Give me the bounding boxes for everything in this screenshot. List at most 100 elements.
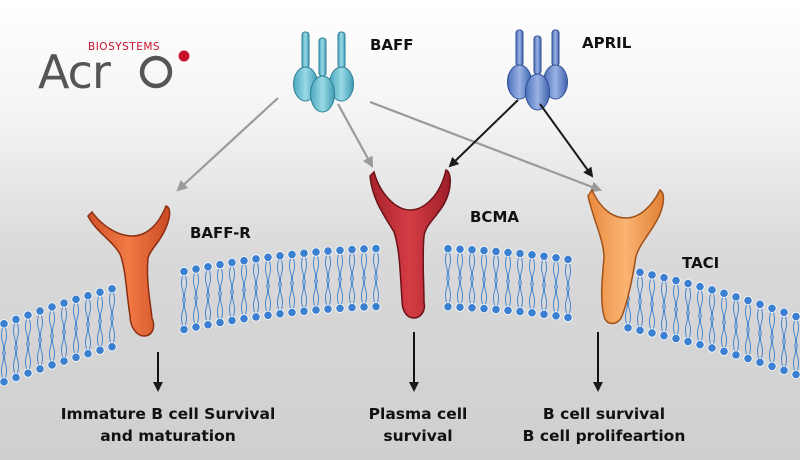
- lipid-tail: [301, 257, 307, 284]
- lipid-head: [335, 245, 345, 255]
- lipid-head: [359, 244, 369, 254]
- lipid-tail: [13, 347, 19, 374]
- lipid-head: [443, 302, 453, 312]
- lipid-tail: [541, 260, 547, 287]
- lipid-tail: [229, 266, 235, 293]
- lipid-tail: [649, 302, 655, 330]
- lipid-head: [755, 357, 765, 367]
- lipid-tail: [229, 290, 235, 317]
- lipid-tail: [97, 320, 103, 347]
- lipid-tail: [769, 336, 775, 363]
- lipid-tail: [361, 276, 367, 304]
- lipid-tail: [793, 320, 799, 347]
- baff-ligand-icon: [293, 31, 354, 113]
- lipid-tail: [517, 281, 523, 308]
- lipid-head: [239, 314, 249, 324]
- lipid-head: [647, 270, 657, 280]
- lipid-head: [731, 350, 741, 360]
- baff-label: BAFF: [370, 36, 414, 54]
- lipid-tail: [745, 304, 751, 331]
- lipid-tail: [337, 278, 343, 305]
- lipid-head: [23, 368, 33, 378]
- lipid-tail: [781, 316, 787, 343]
- lipid-head: [311, 305, 321, 315]
- lipid-tail: [781, 340, 787, 367]
- lipid-tail: [241, 264, 247, 291]
- logo-subtitle: BIOSYSTEMS: [88, 41, 160, 53]
- lipid-tail: [349, 277, 355, 304]
- lipid-tail: [637, 276, 643, 303]
- lipid-tail: [193, 296, 199, 324]
- lipid-head: [11, 372, 21, 383]
- april-ligand-icon: [507, 29, 568, 111]
- lipid-head: [719, 346, 729, 356]
- lipid-head: [0, 377, 9, 387]
- lipid-head: [299, 248, 309, 258]
- lipid-head: [275, 309, 285, 319]
- lipid-head: [707, 343, 717, 353]
- lipid-tail: [265, 285, 271, 312]
- lipid-head: [347, 302, 357, 313]
- lipid-tail: [445, 276, 451, 303]
- lipid-head: [791, 311, 800, 322]
- lipid-tail: [493, 255, 499, 282]
- lipid-tail: [649, 278, 655, 306]
- arrow-april-to-taci: [539, 103, 594, 178]
- lipid-head: [527, 250, 537, 260]
- lipid-head: [275, 251, 285, 261]
- lipid-head: [35, 364, 45, 374]
- lipid-head: [551, 253, 561, 263]
- lipid-tail: [61, 330, 67, 358]
- lipid-head: [191, 264, 201, 274]
- arrow-april-to-bcma: [448, 99, 519, 168]
- lipid-tail: [553, 285, 559, 312]
- lipid-head: [467, 303, 477, 313]
- lipid-head: [743, 295, 753, 306]
- lipid-head: [539, 251, 549, 261]
- lipid-head: [755, 299, 765, 309]
- lipid-tail: [757, 332, 763, 359]
- lipid-head: [0, 319, 9, 329]
- outcome-bcma-line1: Plasma cell: [369, 405, 468, 423]
- lipid-head: [95, 345, 105, 355]
- lipid-tail: [85, 299, 91, 326]
- lipid-head: [515, 306, 525, 317]
- lipid-tail: [661, 281, 667, 308]
- lipid-head: [287, 307, 297, 318]
- lipid-tail: [565, 287, 571, 314]
- lipid-head: [695, 282, 705, 292]
- lipid-tail: [277, 283, 283, 310]
- april-label: APRIL: [582, 34, 632, 52]
- lipid-tail: [1, 351, 7, 378]
- lipid-tail: [25, 319, 31, 346]
- lipid-head: [59, 298, 69, 308]
- lipid-head: [683, 278, 693, 289]
- lipid-tail: [373, 276, 379, 303]
- logo-red-dot: [178, 50, 190, 62]
- lipid-head: [203, 320, 213, 330]
- lipid-head: [47, 302, 57, 312]
- lipid-head: [635, 325, 645, 335]
- outcome-taci-line1: B cell survival: [543, 405, 665, 423]
- lipid-tail: [529, 258, 535, 285]
- lipid-tail: [277, 259, 283, 286]
- baffr-label: BAFF-R: [190, 224, 251, 242]
- lipid-tail: [505, 256, 511, 283]
- lipid-tail: [217, 292, 223, 319]
- lipid-head: [527, 308, 537, 318]
- lipid-tail: [181, 275, 187, 302]
- lipid-head: [227, 257, 237, 268]
- lipid-tail: [349, 253, 355, 280]
- lipid-head: [203, 262, 213, 272]
- lipid-head: [347, 244, 357, 255]
- lipid-tail: [373, 252, 379, 279]
- lipid-tail: [721, 321, 727, 348]
- lipid-tail: [565, 263, 571, 290]
- lipid-head: [23, 310, 33, 320]
- lipid-tail: [217, 268, 223, 295]
- lipid-head: [683, 336, 693, 347]
- lipid-head: [263, 310, 273, 320]
- lipid-tail: [505, 280, 511, 307]
- lipid-head: [263, 252, 273, 262]
